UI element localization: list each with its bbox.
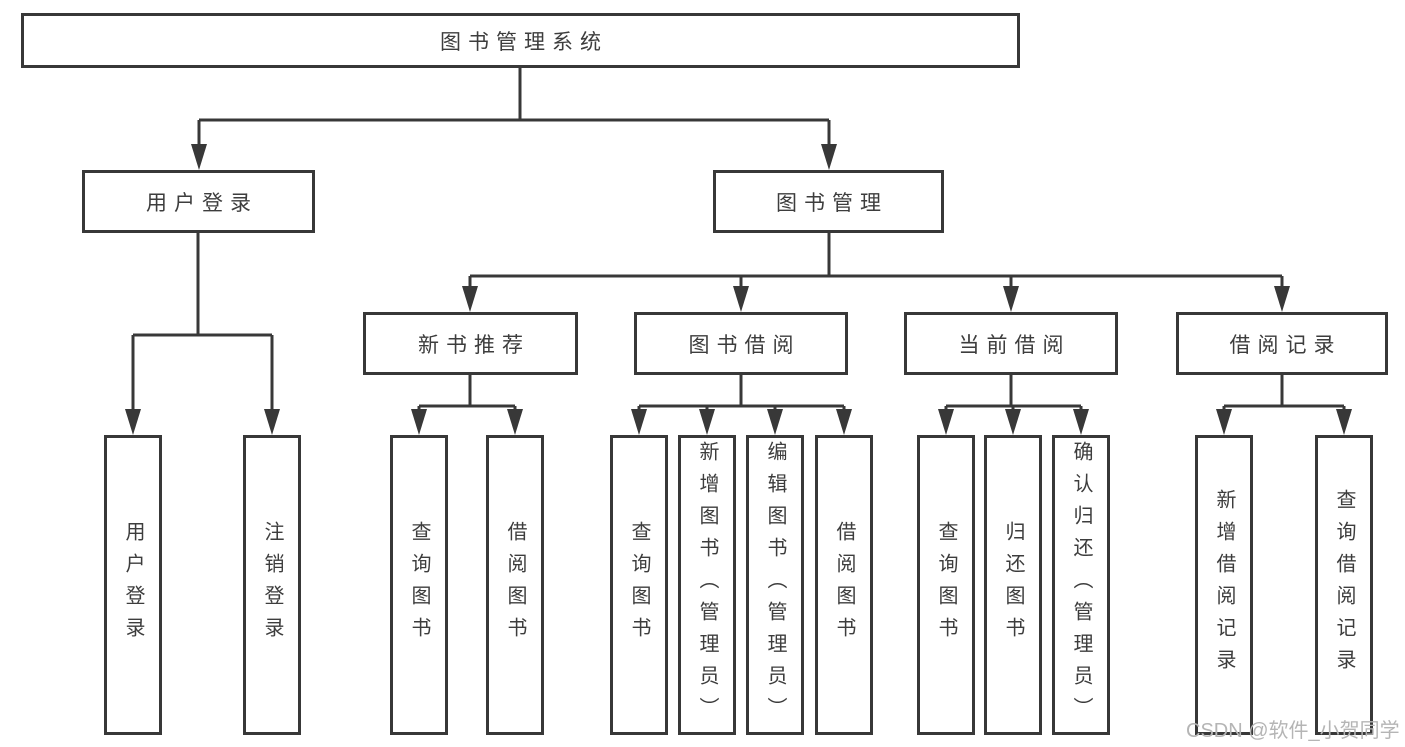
arrowhead-icons <box>125 144 1352 435</box>
leaf-records-query-record-label: 查询借阅记录 <box>1333 489 1355 681</box>
leaf-records-add-record: 新增借阅记录 <box>1195 435 1253 735</box>
leaf-current-confirm-return-admin: 确认归还（管理员） <box>1052 435 1110 735</box>
node-root-label: 图书管理系统 <box>440 30 608 54</box>
node-book-borrowing-label: 图书借阅 <box>688 333 801 357</box>
node-borrowing-records-label: 借阅记录 <box>1229 333 1342 357</box>
leaf-borrow-borrow-books: 借阅图书 <box>815 435 873 735</box>
leaf-borrow-query-books: 查询图书 <box>610 435 668 735</box>
leaf-current-return-books-label: 归还图书 <box>1002 521 1024 649</box>
leaf-borrow-edit-books-admin-label: 编辑图书（管理员） <box>764 441 786 729</box>
leaf-newbook-borrow-books: 借阅图书 <box>486 435 544 735</box>
leaf-newbook-query-books-label: 查询图书 <box>408 521 430 649</box>
node-borrowing-records: 借阅记录 <box>1176 312 1388 375</box>
node-new-book-recommendation-label: 新书推荐 <box>418 333 530 357</box>
leaf-borrow-query-books-label: 查询图书 <box>628 521 650 649</box>
node-book-management: 图书管理 <box>713 170 944 233</box>
leaf-borrow-edit-books-admin: 编辑图书（管理员） <box>746 435 804 735</box>
leaf-current-confirm-return-admin-label: 确认归还（管理员） <box>1070 441 1092 729</box>
leaf-records-add-record-label: 新增借阅记录 <box>1213 489 1235 681</box>
leaf-current-return-books: 归还图书 <box>984 435 1042 735</box>
watermark: CSDN @软件_小贺同学 <box>1186 720 1400 742</box>
leaf-borrow-borrow-books-label: 借阅图书 <box>833 521 855 649</box>
leaf-user-login-label: 用户登录 <box>122 521 144 649</box>
leaf-borrow-add-books-admin-label: 新增图书（管理员） <box>696 441 718 729</box>
leaf-current-query-books: 查询图书 <box>917 435 975 735</box>
leaf-newbook-query-books: 查询图书 <box>390 435 448 735</box>
node-book-management-label: 图书管理 <box>776 191 888 215</box>
node-book-borrowing: 图书借阅 <box>634 312 848 375</box>
node-user-login-label: 用户登录 <box>146 191 258 215</box>
node-root: 图书管理系统 <box>21 13 1020 68</box>
leaf-logout-label: 注销登录 <box>261 521 283 649</box>
node-new-book-recommendation: 新书推荐 <box>363 312 578 375</box>
node-current-borrowing: 当前借阅 <box>904 312 1118 375</box>
leaf-records-query-record: 查询借阅记录 <box>1315 435 1373 735</box>
node-user-login: 用户登录 <box>82 170 315 233</box>
leaf-current-query-books-label: 查询图书 <box>935 521 957 649</box>
leaf-borrow-add-books-admin: 新增图书（管理员） <box>678 435 736 735</box>
leaf-newbook-borrow-books-label: 借阅图书 <box>504 521 526 649</box>
node-current-borrowing-label: 当前借阅 <box>958 333 1071 357</box>
leaf-user-login: 用户登录 <box>104 435 162 735</box>
leaf-logout: 注销登录 <box>243 435 301 735</box>
